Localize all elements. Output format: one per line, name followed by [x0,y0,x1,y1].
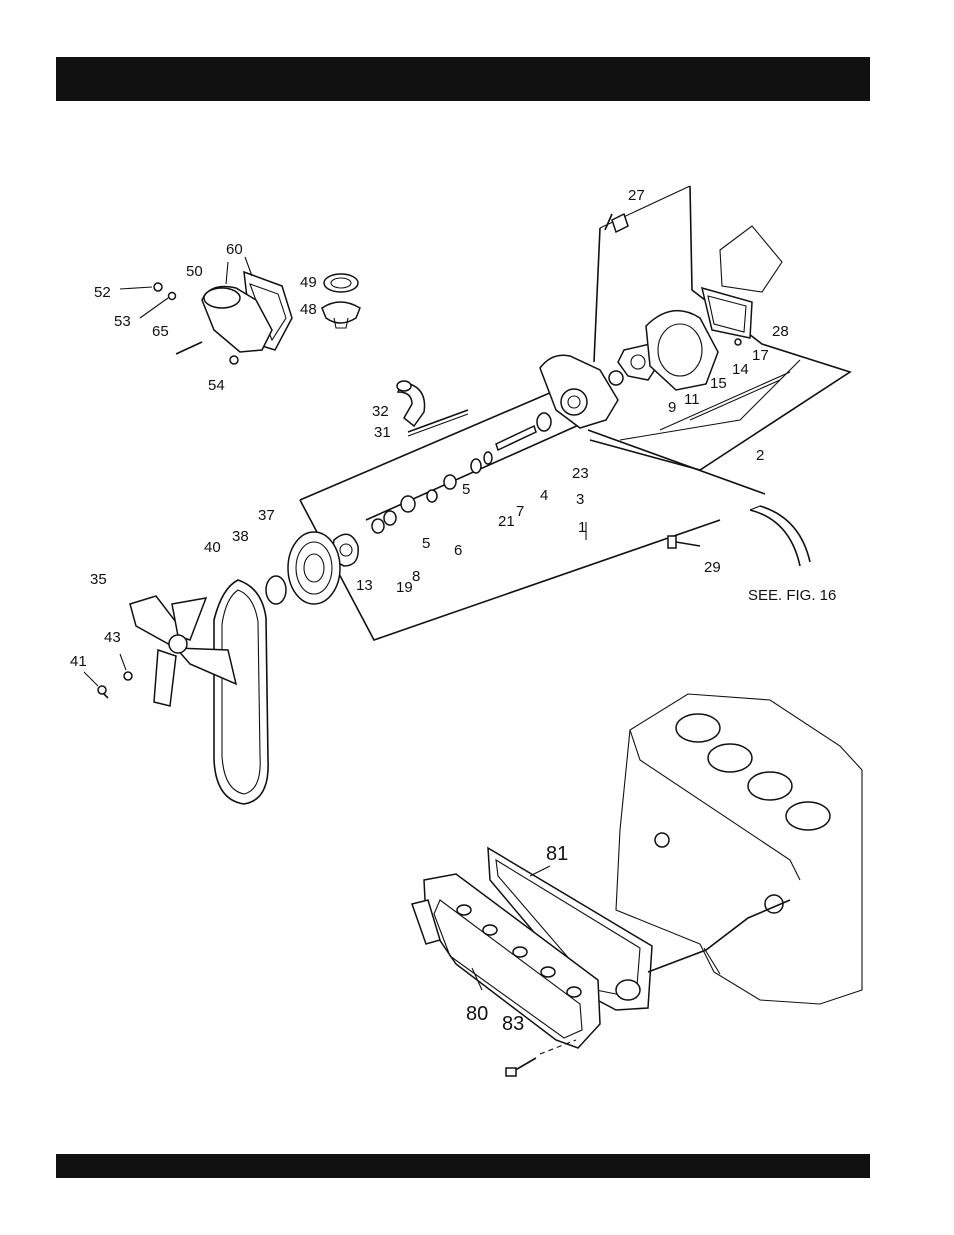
oil-tube [750,510,800,566]
plug-52 [154,283,162,291]
label-29: 29 [704,559,721,576]
label-21: 21 [498,513,515,530]
label-19: 19 [396,579,413,596]
spacer-6 [427,490,437,502]
label-49: 49 [300,274,317,291]
washer-53 [169,293,176,300]
label-11: 11 [684,391,700,408]
label-31: 31 [374,424,391,441]
seal-23 [537,413,551,431]
plug-27 [612,214,628,232]
seal-19 [372,519,384,533]
label-4: 4 [540,487,548,504]
label-5a: 5 [462,481,470,498]
label-48: 48 [300,301,317,318]
label-37: 37 [258,507,275,524]
label-23: 23 [572,465,589,482]
label-15: 15 [710,375,727,392]
spacer-38 [266,576,286,604]
label-43: 43 [104,629,121,646]
label-80: 80 [466,1003,488,1025]
ring-21 [471,459,481,473]
thermostat-48 [322,302,360,323]
engine-block-corner [720,226,782,292]
label-17: 17 [752,347,769,364]
seal-9 [609,371,623,385]
fan-hub [169,635,187,653]
label-8: 8 [412,568,420,585]
cylinder-bore-4 [786,802,830,830]
label-60: 60 [226,241,243,258]
bolt-65 [176,342,202,354]
label-13: 13 [356,577,373,594]
label-9: 9 [668,399,676,416]
label-2: 2 [756,447,764,464]
label-83: 83 [502,1013,524,1035]
see-fig-note: SEE. FIG. 16 [748,587,836,604]
cylinder-bore-3 [748,772,792,800]
label-52: 52 [94,284,111,301]
label-32: 32 [372,403,389,420]
pump-back-plate [646,311,718,390]
label-27: 27 [628,187,645,204]
housing-outlet [204,288,240,308]
cylinder-bore-1 [676,714,720,742]
label-7: 7 [516,503,524,520]
label-40: 40 [204,539,221,556]
bearing-5b [401,496,415,512]
fan-belt-group [84,532,340,804]
cylinder-bore-2 [708,744,752,772]
label-65: 65 [152,323,169,340]
nut-54 [230,356,238,364]
engine-block [616,694,862,1004]
washer-43 [124,672,132,680]
bolt-29 [676,542,700,546]
label-38: 38 [232,528,249,545]
snap-ring-8 [384,511,396,525]
label-41: 41 [70,653,87,670]
label-50: 50 [186,263,203,280]
seal-7 [484,452,492,464]
label-6: 6 [454,542,462,559]
label-53: 53 [114,313,131,330]
label-14: 14 [732,361,749,378]
label-54: 54 [208,377,225,394]
thermostat-housing-group [120,257,360,364]
label-3: 3 [576,491,584,508]
label-28: 28 [772,323,789,340]
bearing-5a [444,475,456,489]
label-81: 81 [546,843,568,865]
label-5b: 5 [422,535,430,552]
bypass-hose-group [397,381,468,436]
thermostat-gasket-49 [324,274,358,292]
label-1: 1 [578,519,586,536]
label-35: 35 [90,571,107,588]
